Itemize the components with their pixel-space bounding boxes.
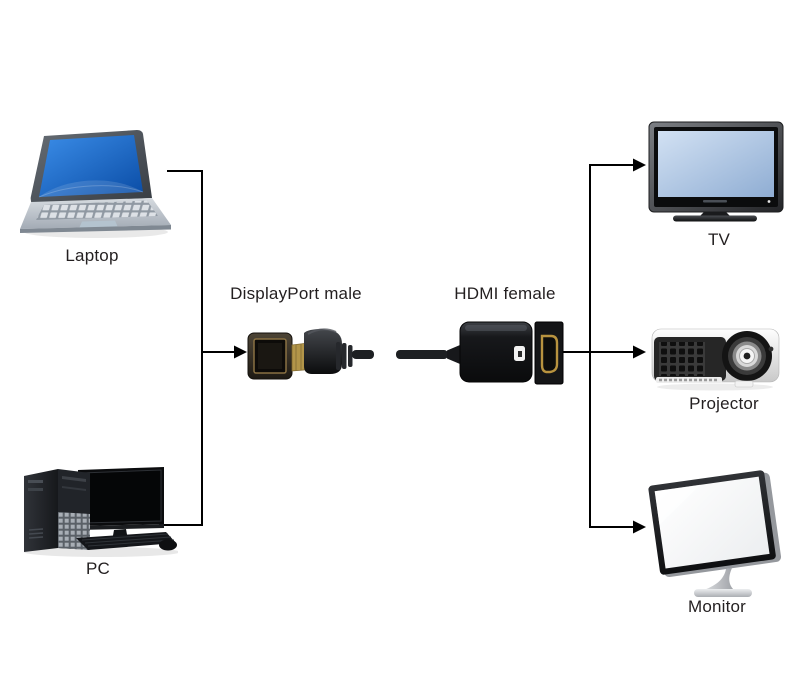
cable-strain-relief [336, 342, 353, 370]
adapter-top-highlight [465, 325, 527, 331]
hdmi-adapter-body [459, 321, 533, 383]
cable-taper [447, 345, 460, 364]
pc-icon [16, 464, 178, 558]
monitor-stand-base [694, 589, 752, 597]
pc-side-vent [28, 480, 43, 483]
projector-vents [659, 342, 705, 376]
displayport-male-label: DisplayPort male [230, 284, 362, 303]
projector-icon [651, 322, 781, 392]
pc-monitor-screen [80, 469, 162, 524]
laptop-trackpad [79, 220, 118, 229]
displayport-hdmi-adapter-icon [238, 316, 568, 390]
arrowhead-to-projector-icon [633, 345, 646, 359]
pc-label: PC [85, 559, 111, 578]
arrowhead-to-monitor-icon [633, 520, 646, 534]
pc-shadow [24, 547, 178, 557]
projector-lens-pupil [743, 352, 751, 360]
pc-side-vents-lower [28, 528, 44, 539]
tv-screen [658, 131, 774, 197]
laptop-icon [20, 128, 172, 240]
hdmi-female-label: HDMI female [454, 284, 556, 303]
laptop-front-edge [20, 225, 171, 233]
laptop-keys [36, 200, 158, 220]
cable-segment-right [396, 350, 448, 359]
laptop-screen [39, 135, 143, 197]
cable-segment-left [352, 350, 374, 359]
arrowhead-to-tv-icon [633, 158, 646, 172]
projector-label: Projector [689, 394, 759, 413]
tv-logo [703, 200, 727, 203]
tv-power-led [767, 200, 771, 203]
projector-foot [734, 380, 754, 388]
laptop-label: Laptop [65, 246, 119, 265]
monitor-panel [648, 470, 782, 577]
pc-keyboard-keys [81, 533, 175, 547]
monitor-icon [646, 467, 786, 607]
left-connector-line [159, 170, 203, 526]
pc-drive-bay [62, 476, 86, 482]
hdmi-port-slot [540, 334, 559, 374]
pc-drive-bay-2 [62, 486, 86, 491]
plug-top-ridge [307, 328, 337, 335]
pc-side-vent-2 [28, 488, 43, 491]
arrowhead-to-adapter-icon [234, 345, 247, 359]
monitor-label: Monitor [687, 597, 747, 616]
pc-mouse [159, 539, 177, 551]
pc-monitor-chin [78, 524, 164, 530]
monitor-screen-glare [654, 484, 701, 569]
displayport-port-inner [258, 343, 282, 369]
displayport-plug-body [304, 329, 342, 374]
laptop-screen-glare [39, 180, 143, 197]
laptop-screen-wave [38, 185, 144, 198]
projector-ir-sensor [768, 346, 774, 352]
projector-shadow [657, 383, 773, 391]
adapter-indicator-dot [518, 351, 522, 357]
monitor-stand-neck [704, 568, 734, 590]
tv-icon [647, 120, 787, 222]
tv-label: TV [707, 230, 731, 249]
tv-stand-neck [700, 212, 730, 216]
tv-stand-base [673, 215, 757, 222]
